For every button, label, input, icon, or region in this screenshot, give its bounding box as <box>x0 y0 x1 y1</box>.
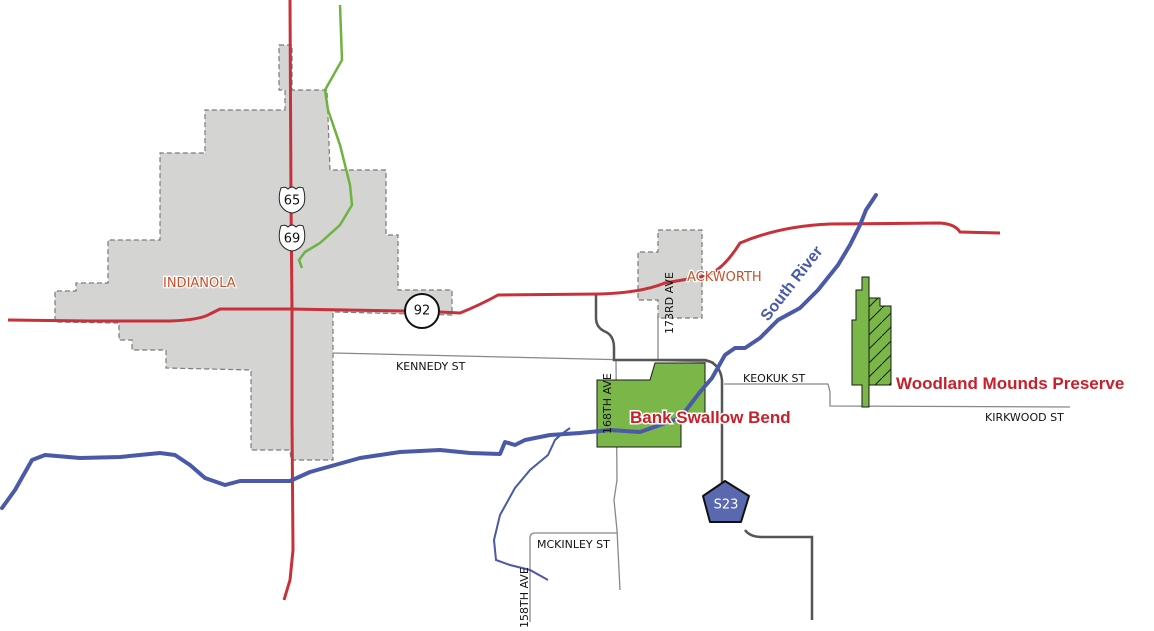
kirkwood-st-label: KIRKWOOD ST <box>985 411 1064 424</box>
keokuk-st-road <box>724 383 1071 408</box>
kennedy-st-label: KENNEDY ST <box>396 360 466 373</box>
keokuk-st-label: KEOKUK ST <box>743 372 805 385</box>
route-92-shield-number: 92 <box>414 304 431 319</box>
tributary-stream <box>492 427 571 581</box>
us-65-shield-number: 65 <box>284 194 301 209</box>
bank-swallow-bend-park[interactable] <box>596 362 706 448</box>
south-river[interactable] <box>0 193 878 510</box>
trail-path <box>297 4 354 269</box>
county-road-s23 <box>594 294 814 620</box>
route-92-shield-icon: 92 <box>404 293 440 329</box>
highway-92 <box>7 221 1001 323</box>
county-s23-shield-icon: S23 <box>702 480 750 523</box>
168th-ave-label: 168TH AVE <box>601 373 614 434</box>
woodland-mounds-hatched-area <box>868 297 892 386</box>
mckinley-st-road <box>529 532 617 622</box>
173rd-ave-label: 173RD AVE <box>663 272 676 334</box>
indianola-label: INDIANOLA <box>163 276 236 291</box>
ackworth-town-boundary <box>637 229 703 319</box>
us-69-shield-icon: 69 <box>278 224 306 252</box>
county-s23-shield-number: S23 <box>714 498 739 513</box>
158th-ave-label: 158TH AVE <box>518 567 531 628</box>
us-65-shield-icon: 65 <box>278 186 306 214</box>
mckinley-st-label: MCKINLEY ST <box>537 538 610 551</box>
us-69-shield-number: 69 <box>284 232 301 247</box>
woodland-mounds-preserve-label[interactable]: Woodland Mounds Preserve <box>895 373 1126 395</box>
indianola-city-boundary <box>54 44 453 461</box>
bank-swallow-bend-label[interactable]: Bank Swallow Bend <box>629 407 793 429</box>
ackworth-label: ACKWORTH <box>687 270 762 285</box>
